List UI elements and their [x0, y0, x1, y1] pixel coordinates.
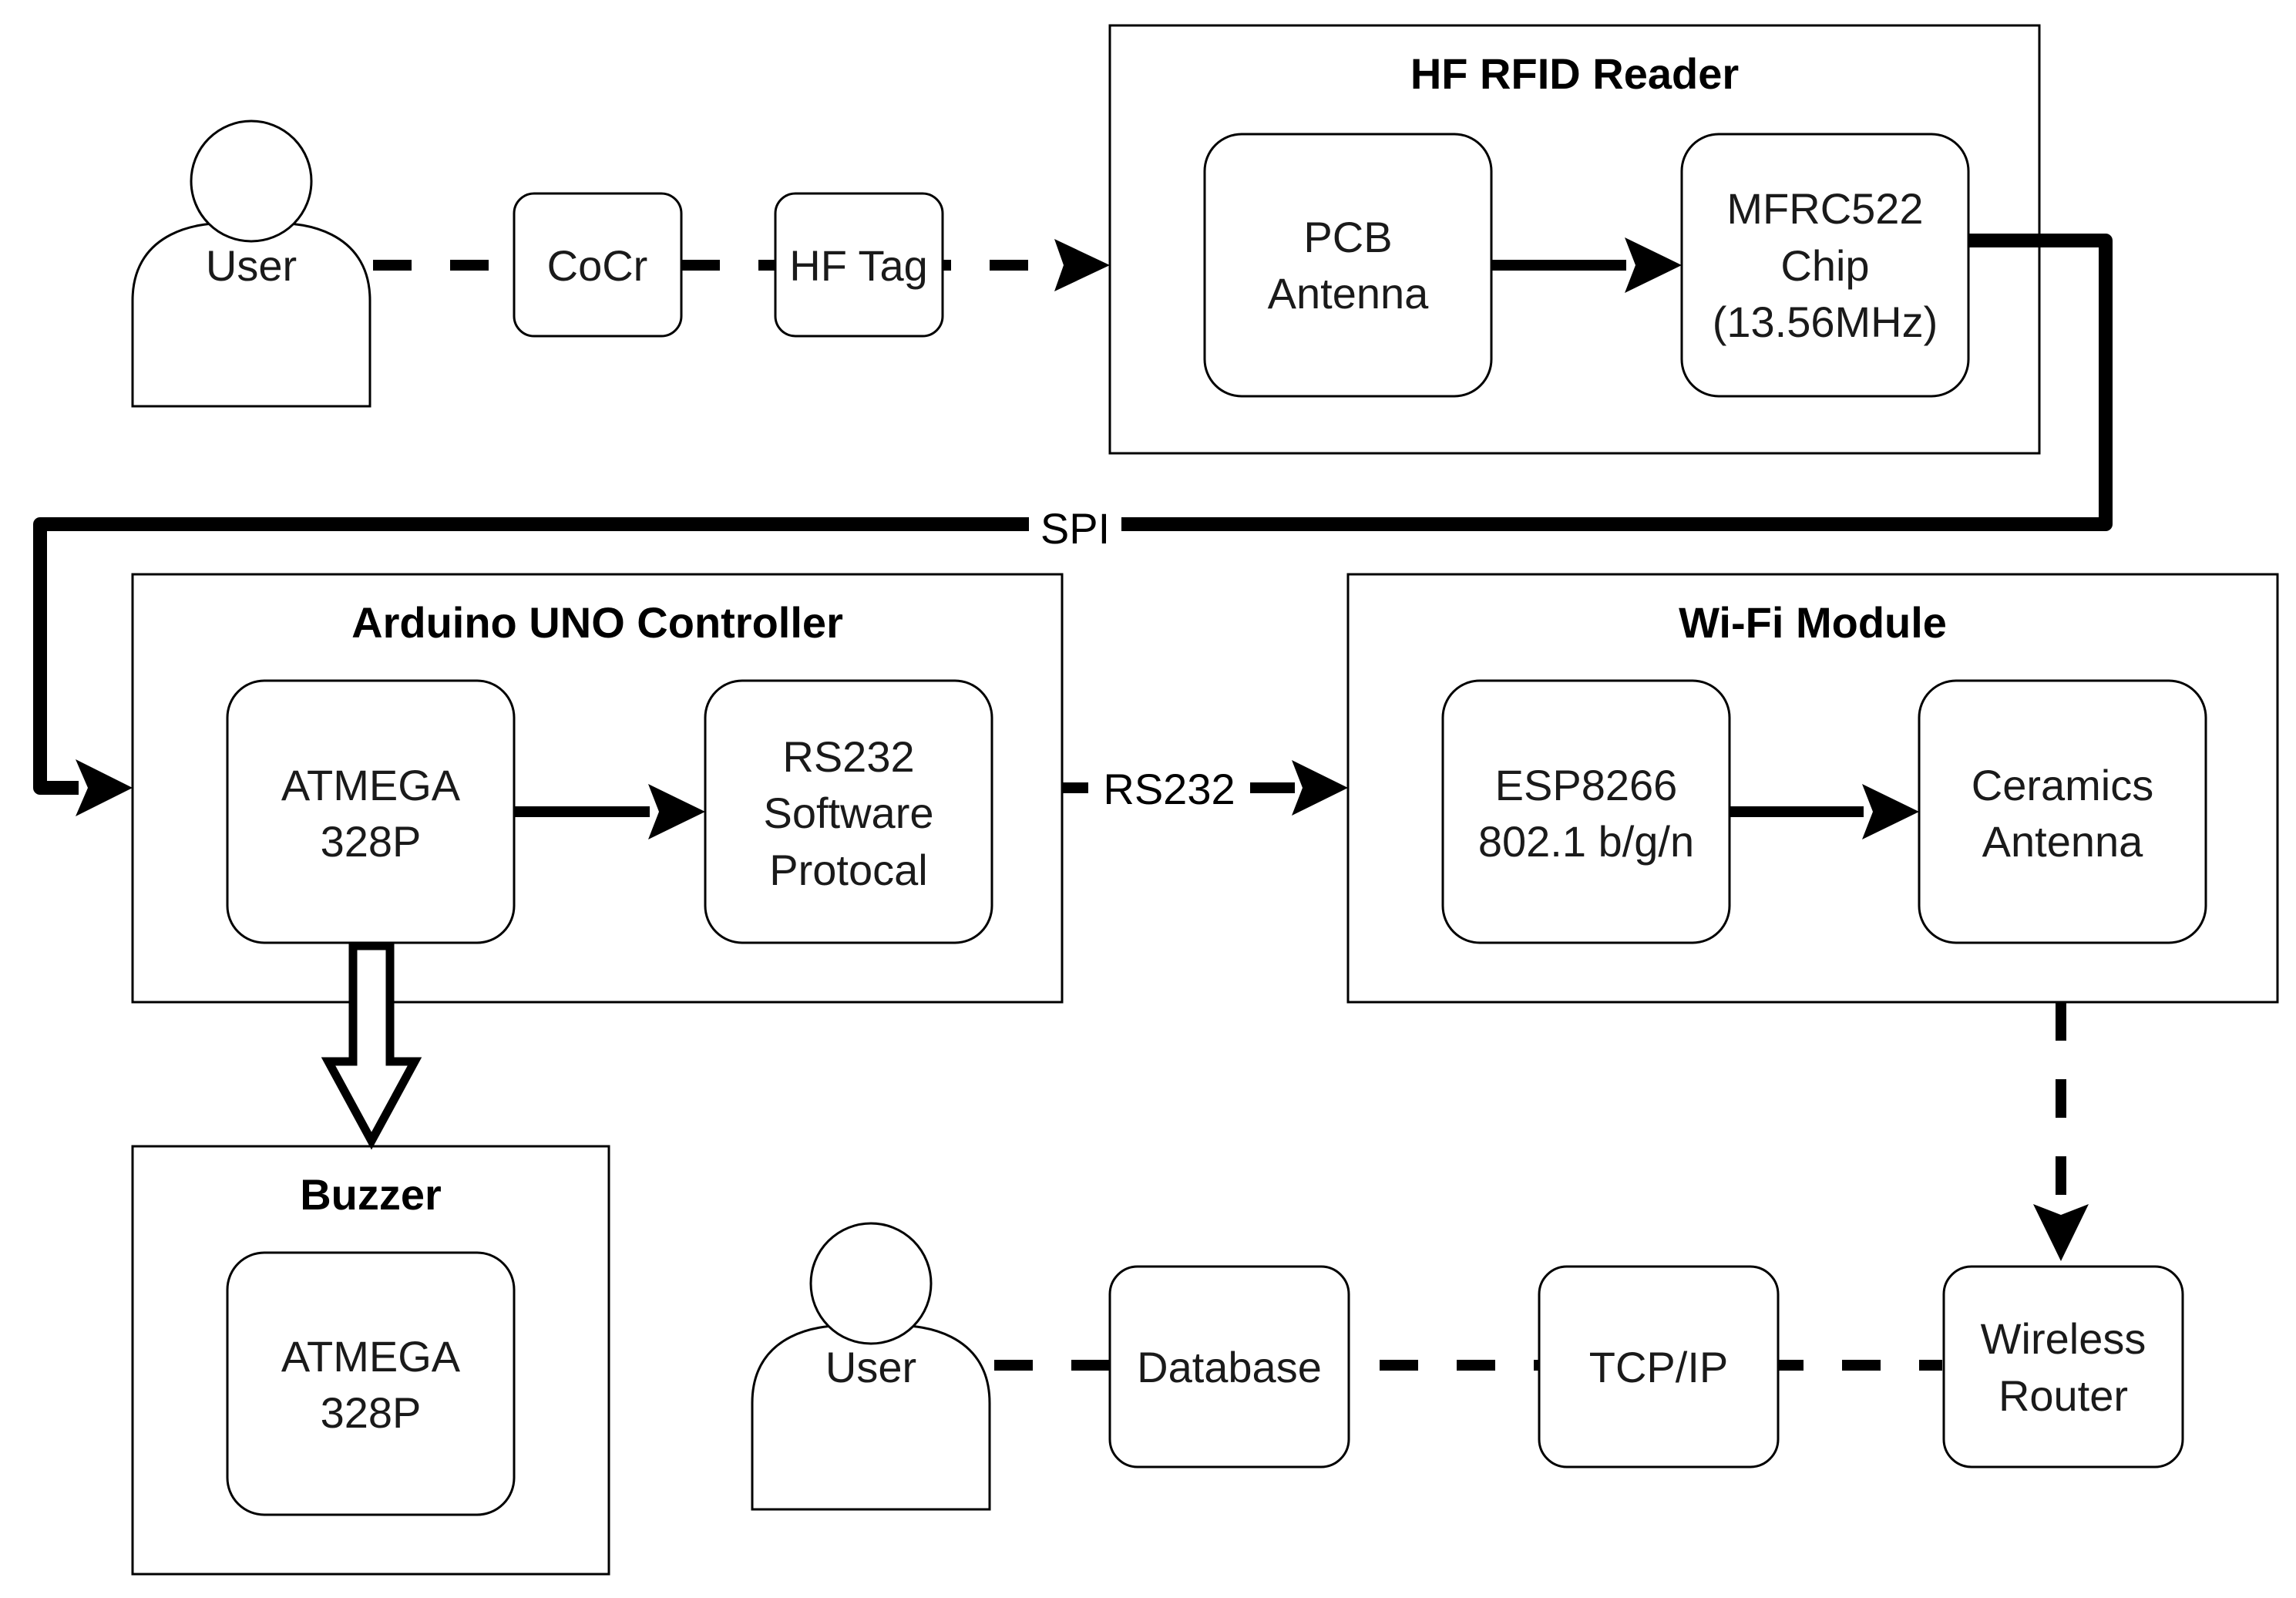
node-pcb-antenna-line1: PCB [1303, 213, 1392, 261]
node-mfrc522-line1: MFRC522 [1726, 184, 1923, 233]
node-rs232-software-protocol: RS232 Software Protocal [704, 679, 993, 944]
node-router-line1: Wireless [1981, 1314, 2146, 1363]
container-title-hf-rfid-reader: HF RFID Reader [1410, 49, 1739, 98]
container-title-arduino: Arduino UNO Controller [351, 598, 843, 647]
node-hf-tag: HF Tag [774, 192, 944, 338]
edge-esp-to-antenna [1726, 784, 1919, 839]
node-cocr: CoCr [513, 192, 683, 338]
node-mfrc522-line3: (13.56MHz) [1713, 298, 1938, 346]
node-buzzer-atmega: ATMEGA 328P [226, 1251, 516, 1516]
node-database-label: Database [1137, 1343, 1322, 1391]
node-database: Database [1108, 1265, 1350, 1468]
user-top-icon: User [131, 119, 371, 408]
node-pcb-antenna-line2: Antenna [1268, 269, 1429, 318]
edge-user-to-tag [373, 239, 1110, 291]
node-tcpip: TCP/IP [1538, 1265, 1780, 1468]
user-bottom-label: User [825, 1343, 916, 1391]
node-wireless-router: Wireless Router [1942, 1265, 2184, 1468]
edge-rs232: RS232 [1062, 760, 1348, 816]
node-buzzer-atmega-line1: ATMEGA [281, 1332, 461, 1381]
user-bottom-icon: User [751, 1222, 991, 1511]
node-atmega-line1: ATMEGA [281, 761, 461, 809]
node-rs232-line3: Protocal [769, 846, 927, 894]
node-ceramics-line1: Ceramics [1972, 761, 2153, 809]
edge-label-spi-bg [1029, 501, 1121, 552]
edge-spi: SPI [33, 234, 2113, 816]
container-title-buzzer: Buzzer [300, 1170, 442, 1219]
node-esp8266: ESP8266 802.1 b/g/n [1441, 679, 1731, 944]
node-hf-tag-label: HF Tag [789, 241, 927, 290]
node-atmega-328p: ATMEGA 328P [226, 679, 516, 944]
edge-atmega-to-buzzer [321, 941, 422, 1150]
node-ceramics-line2: Antenna [1982, 817, 2143, 866]
node-buzzer-atmega-line2: 328P [321, 1388, 422, 1437]
container-title-wifi: Wi-Fi Module [1679, 598, 1947, 647]
user-top-label: User [206, 241, 297, 290]
node-cocr-label: CoCr [547, 241, 648, 290]
node-ceramics-antenna: Ceramics Antenna [1918, 679, 2207, 944]
edge-label-rs232: RS232 [1103, 765, 1235, 813]
node-atmega-line2: 328P [321, 817, 422, 866]
node-pcb-antenna: PCB Antenna [1203, 133, 1493, 398]
node-rs232-line2: Software [764, 789, 934, 837]
node-mfrc522-line2: Chip [1780, 241, 1869, 290]
edge-label-rs232-bg [1088, 762, 1250, 812]
node-router-line2: Router [1998, 1371, 2128, 1420]
node-tcpip-label: TCP/IP [1589, 1343, 1728, 1391]
edge-label-spi: SPI [1040, 504, 1110, 553]
edge-atmega-to-rs232 [513, 784, 705, 839]
edge-pcb-to-mfrc522 [1491, 237, 1682, 293]
edge-antenna-to-router [2033, 1002, 2089, 1261]
node-esp8266-line1: ESP8266 [1495, 761, 1678, 809]
node-rs232-line1: RS232 [782, 732, 914, 781]
node-esp8266-line2: 802.1 b/g/n [1478, 817, 1694, 866]
node-mfrc522-chip: MFRC522 Chip (13.56MHz) [1680, 133, 1970, 398]
